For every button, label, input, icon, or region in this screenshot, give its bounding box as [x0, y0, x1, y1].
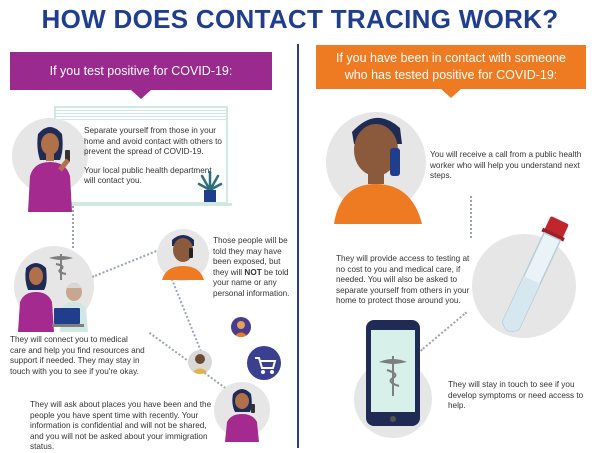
column-divider	[297, 44, 299, 448]
left-step3-text: Those people will be told they may have …	[213, 236, 297, 299]
avatar-small-3	[247, 346, 281, 380]
avatar-small-2	[188, 350, 212, 374]
connector-right-1	[470, 196, 472, 238]
woman-phone-icon	[225, 389, 259, 442]
right-banner-line2: who has tested positive for COVID-19:	[344, 68, 558, 82]
person-avatar-icon	[191, 354, 209, 374]
avatar-small-1	[231, 317, 251, 337]
man-phone-icon	[334, 117, 422, 224]
window-blinds	[56, 108, 226, 120]
right-banner-line1: If you have been in contact with someone	[335, 51, 566, 65]
connector-1	[72, 206, 74, 248]
right-step1-text: You will receive a call from a public he…	[430, 150, 582, 180]
test-tube-icon	[501, 216, 569, 333]
left-banner-text: If you test positive for COVID-19:	[49, 64, 233, 78]
shopping-cart-icon	[255, 357, 277, 374]
man-phone-icon	[162, 235, 204, 280]
doctor-patient-icon	[18, 263, 88, 332]
person-avatar-icon	[234, 321, 248, 337]
right-step2-text: They will provide access to testing at n…	[336, 254, 470, 305]
right-banner: If you have been in contact with someone…	[316, 45, 586, 89]
left-banner: If you test positive for COVID-19:	[10, 52, 272, 90]
page-title: HOW DOES CONTACT TRACING WORK?	[41, 4, 559, 34]
left-step1-para2: Your local public health department will…	[84, 165, 212, 186]
left-step3-pre: Those people will be told they may have …	[213, 236, 288, 277]
left-banner-arrow	[131, 90, 151, 99]
window-sill	[50, 203, 232, 206]
right-step3-text: They will stay in touch to see if you de…	[448, 380, 584, 410]
left-step4-text: They will ask about places you have been…	[30, 400, 212, 451]
left-step3-bold: NOT	[244, 267, 262, 277]
connector-right-2	[420, 311, 468, 352]
phone-caduceus-icon	[366, 320, 420, 426]
woman-phone-icon	[28, 127, 72, 212]
left-step1-text: Separate yourself from those in your hom…	[84, 126, 222, 187]
plant-icon	[197, 170, 223, 202]
right-banner-arrow	[441, 89, 461, 98]
left-step2-text: They will connect you to medical care an…	[10, 335, 145, 376]
left-step3-post: be told your name or any personal inform…	[213, 267, 290, 298]
left-step1-para1: Separate yourself from those in your hom…	[84, 126, 222, 156]
medical-caduceus-icon	[49, 254, 73, 280]
connector-2	[92, 246, 167, 278]
